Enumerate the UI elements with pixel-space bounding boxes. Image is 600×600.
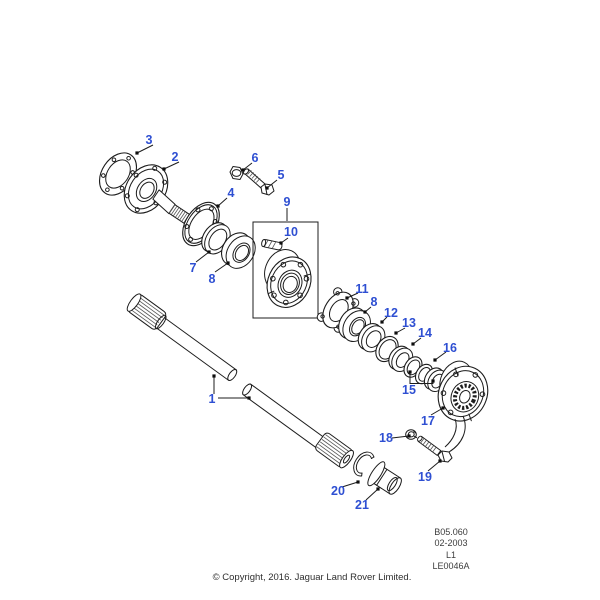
- callout-3[interactable]: 3: [146, 133, 153, 147]
- callout-10[interactable]: 10: [284, 225, 298, 239]
- callout-8b[interactable]: 8: [371, 295, 378, 309]
- part-drive-flange: [437, 360, 489, 422]
- part-bolt-upper: [243, 168, 275, 196]
- assembly-arc: [448, 415, 466, 453]
- figure-sheet: L1: [445, 549, 456, 560]
- callout-7[interactable]: 7: [190, 261, 197, 275]
- part-circlip: [353, 451, 375, 477]
- callout-2[interactable]: 2: [172, 150, 179, 164]
- assembly-arc-2: [444, 418, 457, 448]
- part-roll-pin: [261, 238, 283, 251]
- figure-date: 02-2003: [434, 538, 468, 549]
- callout-11[interactable]: 11: [355, 282, 368, 296]
- callout-19[interactable]: 19: [418, 470, 432, 484]
- callout-21[interactable]: 21: [355, 498, 369, 512]
- callout-16[interactable]: 16: [443, 341, 457, 355]
- part-bolt-lower: [417, 435, 453, 463]
- callout-12[interactable]: 12: [384, 306, 398, 320]
- callout-9[interactable]: 9: [284, 195, 291, 209]
- part-hub-assembly-box: [252, 221, 319, 319]
- copyright-notice: © Copyright, 2016. Jaguar Land Rover Lim…: [212, 572, 412, 583]
- callout-4[interactable]: 4: [228, 186, 235, 200]
- callout-14[interactable]: 14: [418, 326, 432, 340]
- callout-20[interactable]: 20: [331, 484, 345, 498]
- part-end-cap: [367, 461, 402, 495]
- callout-1[interactable]: 1: [209, 392, 216, 406]
- callout-6[interactable]: 6: [252, 151, 259, 165]
- part-bearing-inner: [220, 232, 256, 269]
- callout-17[interactable]: 17: [421, 414, 435, 428]
- figure-reference-block: B05.060 02-2003 L1 LE0046A: [401, 527, 501, 573]
- callout-5[interactable]: 5: [278, 168, 285, 182]
- part-lock-washer: [405, 429, 418, 440]
- figure-section-code: B05.060: [434, 527, 468, 537]
- callout-15[interactable]: 15: [402, 383, 416, 397]
- callout-18[interactable]: 18: [379, 431, 393, 445]
- callout-8[interactable]: 8: [209, 272, 216, 286]
- part-oil-seal: [201, 222, 231, 255]
- part-axle-shaft-segment-lower: [242, 383, 354, 469]
- callout-leaders: [135, 144, 447, 501]
- figure-id: LE0046A: [432, 561, 470, 572]
- part-axle-casing: [123, 164, 201, 230]
- part-axle-shaft-segment-upper: [126, 293, 238, 382]
- part-hub: [264, 249, 312, 308]
- part-nut: [229, 166, 244, 180]
- callout-13[interactable]: 13: [402, 316, 416, 330]
